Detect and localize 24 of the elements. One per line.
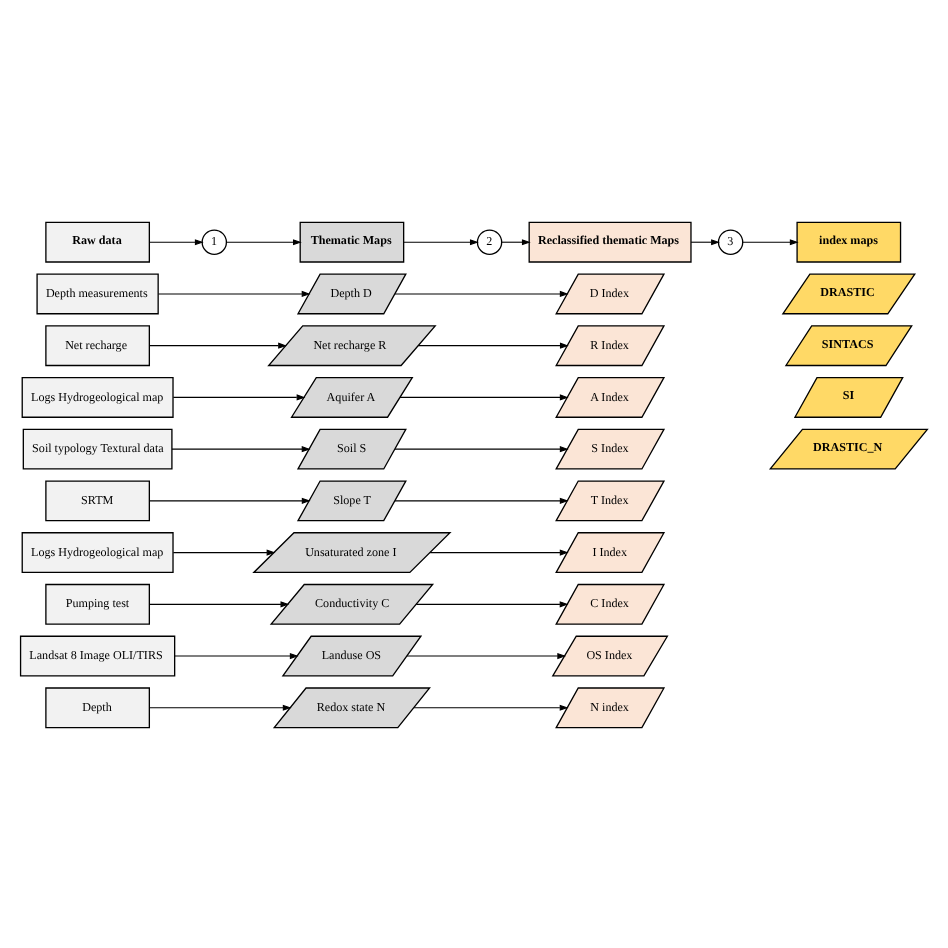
arrow [225, 238, 302, 245]
arrow [406, 651, 567, 659]
arrow [148, 600, 290, 607]
arrow [394, 445, 569, 452]
arrow [172, 548, 276, 555]
arrow [157, 289, 311, 297]
arrow [172, 393, 306, 400]
arrow [403, 238, 479, 245]
arrow [429, 548, 569, 555]
arrow [149, 238, 204, 245]
arrow [415, 600, 569, 607]
arrow [413, 703, 569, 710]
arrow [742, 238, 799, 245]
arrow [148, 703, 292, 710]
arrow [174, 651, 299, 659]
arrow [148, 341, 287, 348]
arrow [501, 238, 531, 245]
arrow [690, 238, 720, 245]
arrow [417, 341, 569, 348]
arrow [171, 445, 311, 452]
arrow [394, 496, 569, 503]
arrow [394, 289, 569, 297]
arrow [148, 496, 311, 503]
arrow [399, 393, 569, 400]
